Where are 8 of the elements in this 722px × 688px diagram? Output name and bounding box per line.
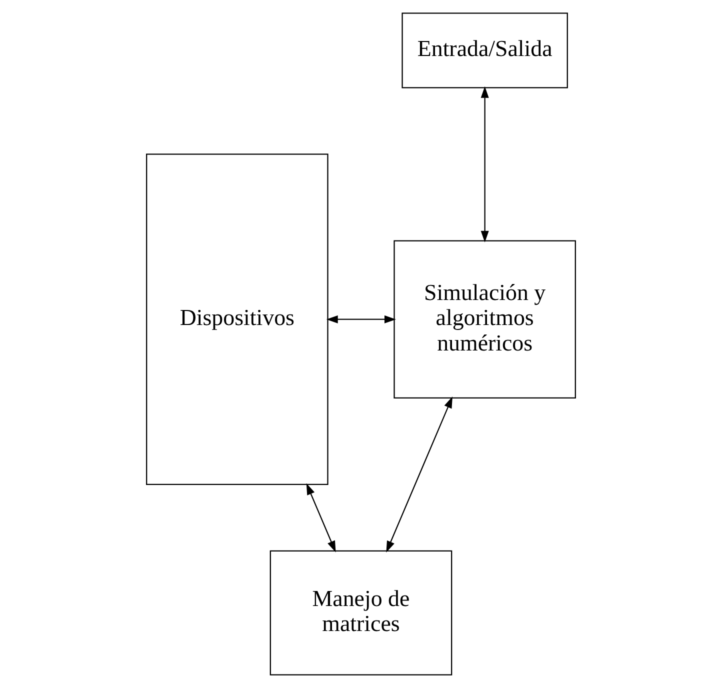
node-box: Manejo de matrices [270, 550, 452, 676]
node-box: Dispositivos [146, 154, 328, 486]
arrow [480, 86, 489, 242]
node-box: Simulación y algoritmos numéricos [394, 240, 576, 398]
arrow [386, 396, 452, 552]
node-box: Entrada/Salida [402, 12, 568, 88]
arrow [306, 483, 336, 552]
arrow [326, 315, 396, 324]
